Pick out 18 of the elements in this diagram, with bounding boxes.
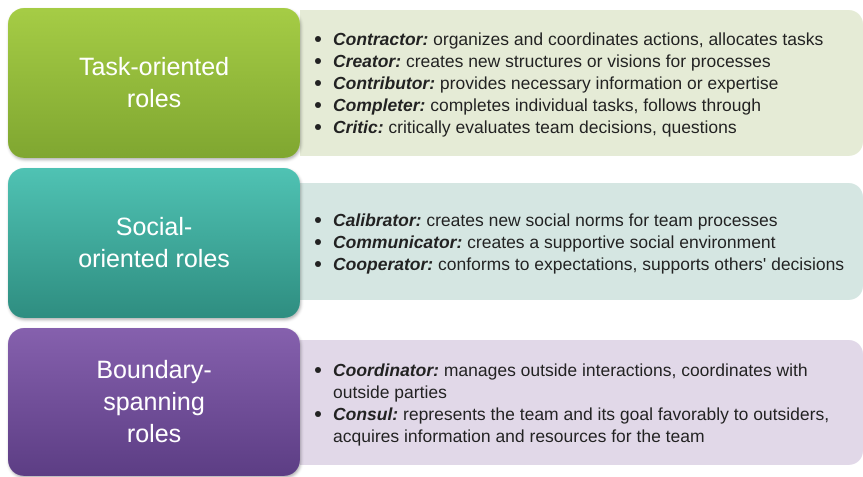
role-description: Critic: critically evaluates team decisions, questions — [333, 117, 737, 137]
role-list-panel — [300, 183, 863, 300]
category-title: Boundary-spanning roles — [95, 355, 213, 450]
role-category-box — [8, 8, 300, 158]
role-category-box — [8, 168, 300, 318]
role-description: Creator: creates new structures or visions for processes — [333, 51, 771, 71]
category-title: Task-oriented roles — [78, 52, 230, 115]
role-description: Communicator: creates a supportive social environment — [333, 232, 776, 252]
role-list-panel — [300, 340, 863, 465]
role-description: Contributor: provides necessary information or expertise — [333, 73, 778, 93]
role-description: Cooperator: conforms to expectations, supports others' decisions — [333, 254, 844, 274]
role-description: Calibrator: creates new social norms for team processes — [333, 210, 778, 230]
role-description: Contractor: organizes and coordinates actions, allocates tasks — [333, 29, 824, 49]
role-category-box — [8, 328, 300, 476]
role-description: Completer: completes individual tasks, follows through — [333, 95, 761, 115]
role-description: Consul: represents the team and its goal favorably to outsiders, acquires information and resources for the team — [333, 404, 830, 446]
category-title: Social-oriented roles — [77, 212, 231, 275]
role-list-panel — [300, 10, 863, 156]
